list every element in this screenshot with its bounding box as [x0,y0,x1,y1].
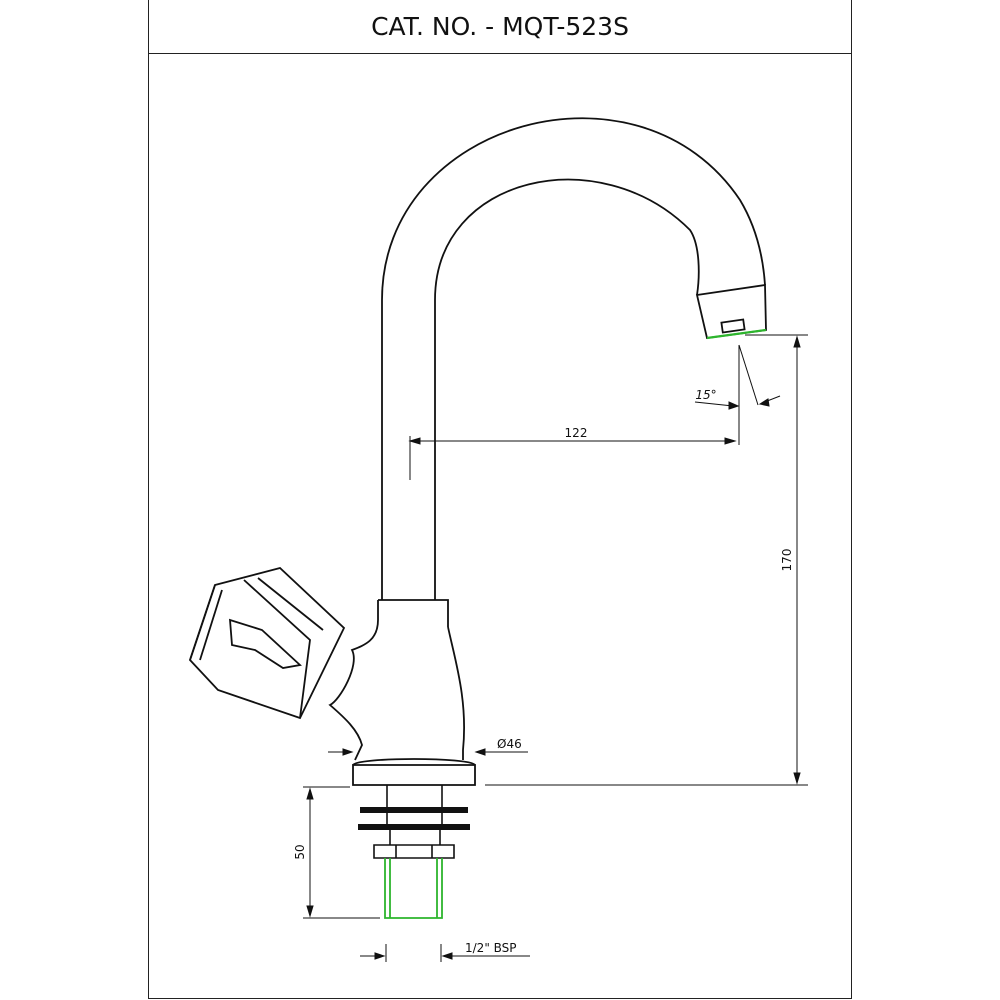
dimension-reach [408,345,740,480]
body-left-profile [328,600,379,761]
aerator-outlet [720,318,746,334]
dimension-height [485,334,808,786]
handle-face-inner [199,589,223,661]
height-label: 170 [780,549,794,572]
body-collar [378,599,449,627]
dimension-body-diameter [328,748,528,756]
body-base [352,764,476,786]
diameter-label: Ø46 [497,737,522,751]
thread-section [384,858,443,919]
handle-grip-notch [228,618,302,669]
thread-size-label: 1/2" BSP [465,941,517,955]
spout-inner-edge [434,178,700,600]
shank [373,785,455,859]
handle-face [189,584,216,661]
reach-label: 122 [565,426,588,440]
valve-body [328,599,476,786]
handle-ridge [243,579,311,719]
dimension-angle [694,344,781,410]
dimension-thread-length [303,786,380,919]
handle-top-edge [257,577,324,631]
spout-outer-edge [381,117,766,600]
washer-top [360,807,468,813]
washer-bottom [358,824,470,830]
spout [381,117,767,600]
aerator-face-highlight [706,328,767,340]
aerator [695,283,767,340]
drawing-sheet: CAT. NO. - MQT-523S [148,0,852,999]
angle-label: 15° [695,388,716,402]
title-block: CAT. NO. - MQT-523S [149,0,851,54]
dimension-thread-size [360,944,530,962]
catalog-number: CAT. NO. - MQT-523S [371,12,629,41]
washers [358,807,470,830]
body-right-profile [447,626,466,760]
handle [188,567,346,720]
body-base-top [352,758,476,766]
thread-length-label: 50 [293,844,307,859]
lock-nut [373,844,455,859]
